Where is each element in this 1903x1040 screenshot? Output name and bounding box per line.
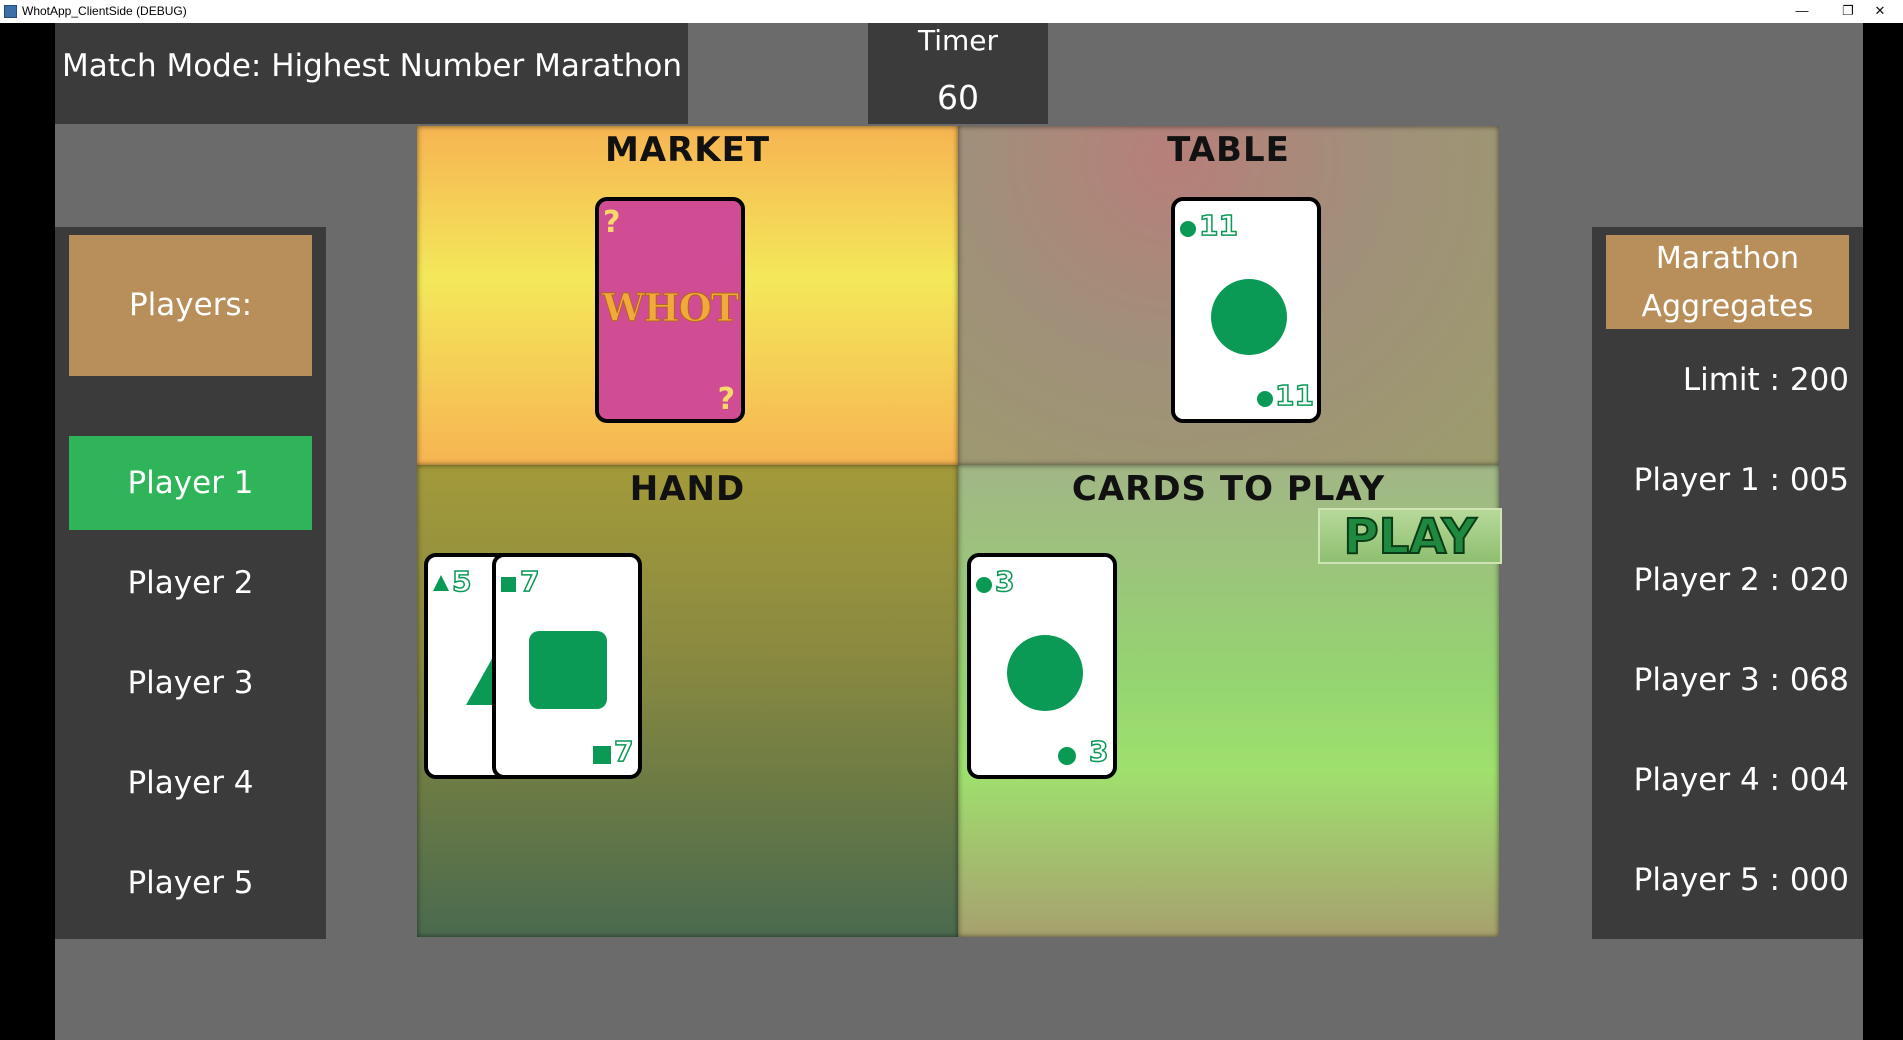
- table-card-number-bottom: 11: [1274, 378, 1314, 413]
- cards-to-play-card-number-bottom: 3: [1088, 734, 1109, 769]
- player-row-2[interactable]: Player 2: [127, 565, 254, 601]
- aggregates-panel: [1592, 227, 1863, 939]
- cards-to-play-card-number-top: 3: [994, 564, 1015, 599]
- match-mode-panel: [55, 23, 688, 124]
- timer-panel: [868, 23, 1048, 124]
- close-button[interactable]: ✕: [1874, 3, 1886, 18]
- hand-card-2[interactable]: 7 7: [492, 553, 642, 779]
- window-title: WhotApp_ClientSide (DEBUG): [22, 4, 187, 18]
- aggregate-score-player-5: Player 5 : 000: [1633, 862, 1849, 898]
- market-card-corner-mark-top: ?: [603, 205, 621, 240]
- maximize-button[interactable]: ❐: [1842, 3, 1854, 18]
- square-shape-icon: [501, 577, 611, 764]
- timer-value: 60: [937, 78, 979, 117]
- match-mode-label: Match Mode: Highest Number Marathon: [62, 48, 682, 84]
- player-row-1[interactable]: Player 1: [69, 436, 312, 530]
- cards-to-play-title: CARDS TO PLAY: [1071, 469, 1386, 509]
- aggregates-header: Marathon Aggregates: [1606, 235, 1849, 329]
- circle-shape-icon: [976, 577, 1083, 765]
- aggregate-score-player-2: Player 2 : 020: [1633, 562, 1849, 598]
- hand-card-2-number-bottom: 7: [613, 734, 634, 769]
- hand-card-1-number: 5: [451, 564, 472, 599]
- aggregate-score-player-4: Player 4 : 004: [1633, 762, 1849, 798]
- app-icon: [4, 5, 17, 18]
- market-card[interactable]: ? WHOT ?: [595, 197, 745, 423]
- hand-card-2-number-top: 7: [519, 564, 540, 599]
- table-card-number-top: 11: [1198, 208, 1238, 243]
- hand-title: HAND: [629, 469, 746, 509]
- window-titlebar: WhotApp_ClientSide (DEBUG) — ❐ ✕: [0, 0, 1903, 23]
- table-title: TABLE: [1167, 130, 1290, 170]
- players-header: Players:: [69, 235, 312, 376]
- aggregate-score-player-3: Player 3 : 068: [1633, 662, 1849, 698]
- aggregate-limit: Limit : 200: [1682, 362, 1849, 398]
- market-title: MARKET: [604, 130, 771, 170]
- aggregates-header-line1: Marathon: [1655, 241, 1800, 276]
- play-button[interactable]: PLAY: [1318, 508, 1502, 565]
- timer-label: Timer: [917, 24, 999, 57]
- aggregates-header-line2: Aggregates: [1641, 289, 1814, 324]
- player-row-4[interactable]: Player 4: [127, 765, 254, 801]
- circle-shape-icon: [1180, 221, 1287, 407]
- market-card-corner-mark-bottom: ?: [717, 382, 735, 417]
- player-row-3[interactable]: Player 3: [127, 665, 254, 701]
- minimize-button[interactable]: —: [1795, 3, 1809, 18]
- player-row-5[interactable]: Player 5: [127, 865, 254, 901]
- table-card: 11 11: [1171, 197, 1321, 423]
- whot-logo-text: WHOT: [602, 285, 740, 331]
- cards-to-play-card-1[interactable]: 3 3: [967, 553, 1117, 779]
- aggregate-score-player-1: Player 1 : 005: [1633, 462, 1849, 498]
